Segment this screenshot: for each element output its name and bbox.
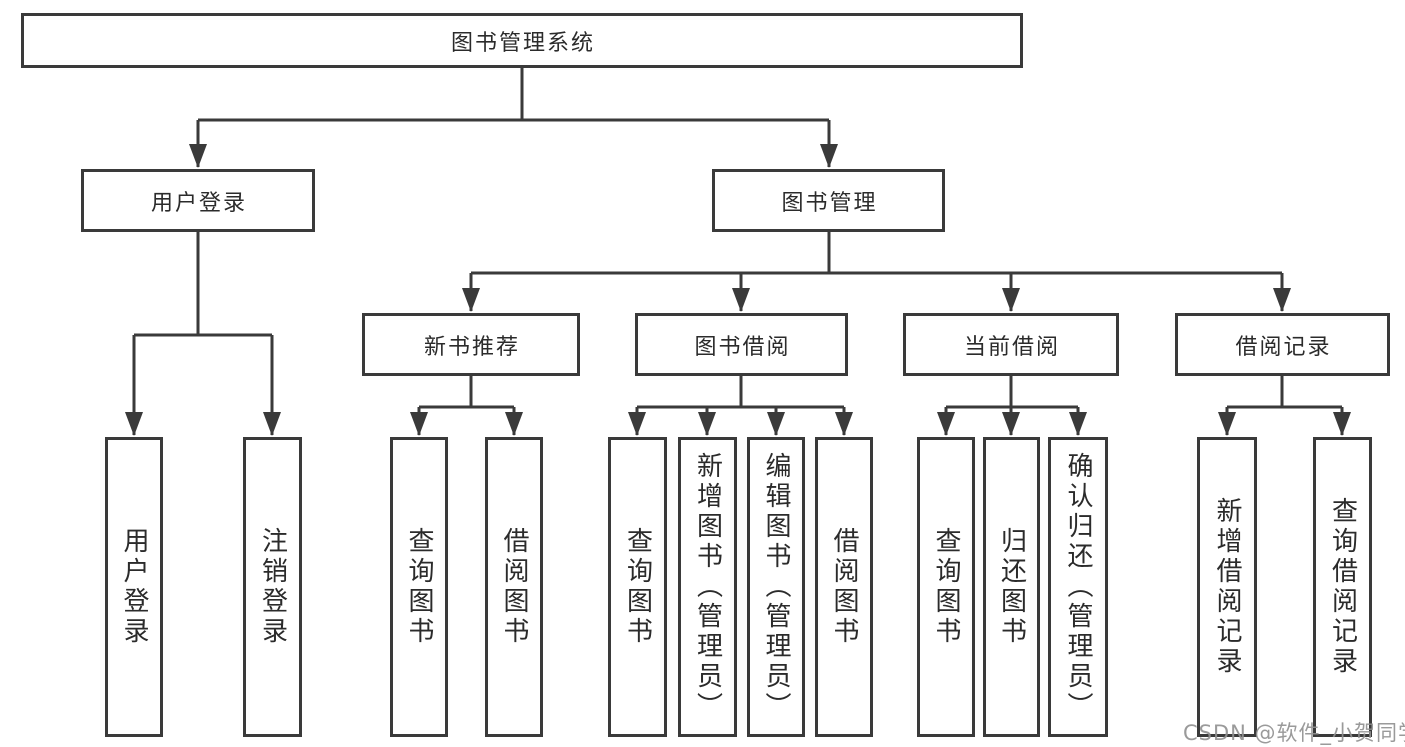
leaf-borrow-edit-books-admin: 编辑图书（管理员） (747, 437, 805, 737)
leaf-records-query-record-label: 查询借阅记录 (1327, 497, 1358, 677)
node-borrow-records-label: 借阅记录 (1235, 334, 1332, 360)
node-new-book-recommend-label: 新书推荐 (423, 334, 520, 360)
leaf-logout: 注销登录 (243, 437, 302, 737)
leaf-user-login-label: 用户登录 (119, 527, 149, 647)
leaf-records-add-record: 新增借阅记录 (1197, 437, 1257, 737)
leaf-newbooks-borrow-books-label: 借阅图书 (499, 527, 529, 647)
node-new-book-recommend: 新书推荐 (362, 313, 580, 376)
leaf-current-return-books-label: 归还图书 (996, 527, 1027, 647)
leaf-logout-label: 注销登录 (257, 527, 288, 647)
leaf-current-query-books: 查询图书 (917, 437, 975, 737)
leaf-newbooks-query-books-label: 查询图书 (404, 527, 434, 647)
leaf-newbooks-borrow-books: 借阅图书 (485, 437, 543, 737)
node-book-management: 图书管理 (712, 169, 945, 232)
leaf-user-login: 用户登录 (105, 437, 163, 737)
leaf-records-add-record-label: 新增借阅记录 (1212, 497, 1242, 677)
leaf-borrow-borrow-books: 借阅图书 (815, 437, 873, 737)
leaf-records-query-record: 查询借阅记录 (1313, 437, 1372, 737)
leaf-current-query-books-label: 查询图书 (931, 527, 961, 647)
node-book-borrow: 图书借阅 (635, 313, 848, 376)
node-current-borrow: 当前借阅 (903, 313, 1119, 376)
leaf-current-confirm-return-admin-label: 确认归还（管理员） (1063, 452, 1093, 722)
node-book-management-label: 图书管理 (781, 190, 878, 216)
leaf-borrow-query-books-label: 查询图书 (622, 527, 653, 647)
leaf-borrow-edit-books-admin-label: 编辑图书（管理员） (761, 452, 791, 722)
csdn-watermark: CSDN @软件_小贺同学 (1183, 721, 1405, 745)
leaf-current-return-books: 归还图书 (983, 437, 1040, 737)
node-current-borrow-label: 当前借阅 (963, 334, 1060, 360)
node-root-label: 图书管理系统 (450, 30, 595, 56)
node-root: 图书管理系统 (21, 13, 1023, 68)
node-user-login-label: 用户登录 (150, 190, 247, 216)
leaf-borrow-borrow-books-label: 借阅图书 (829, 527, 859, 647)
node-borrow-records: 借阅记录 (1175, 313, 1390, 376)
leaf-current-confirm-return-admin: 确认归还（管理员） (1048, 437, 1108, 737)
leaf-newbooks-query-books: 查询图书 (390, 437, 448, 737)
node-book-borrow-label: 图书借阅 (694, 334, 791, 360)
leaf-borrow-add-books-admin-label: 新增图书（管理员） (692, 452, 723, 722)
leaf-borrow-add-books-admin: 新增图书（管理员） (678, 437, 737, 737)
node-user-login: 用户登录 (81, 169, 315, 232)
leaf-borrow-query-books: 查询图书 (608, 437, 667, 737)
